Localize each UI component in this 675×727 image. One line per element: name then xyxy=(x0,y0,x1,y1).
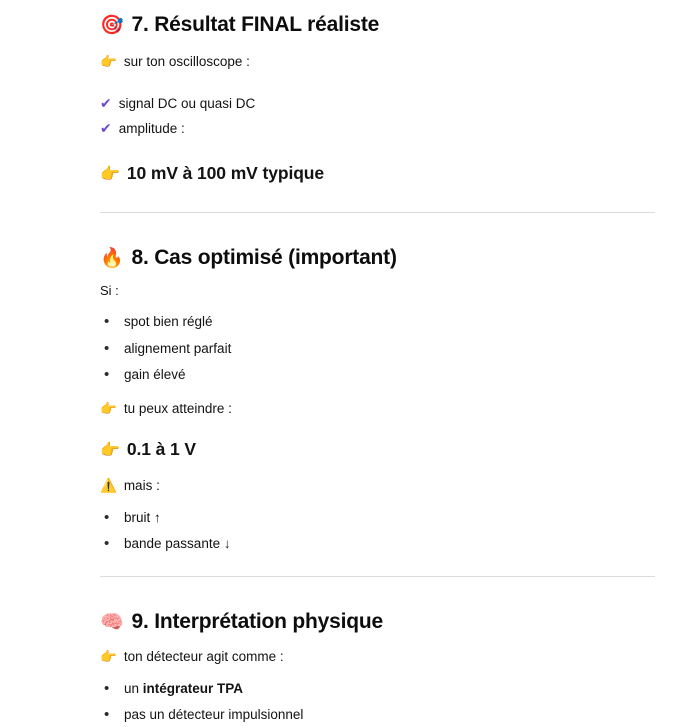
spacer xyxy=(100,272,655,282)
section-8-warning-line: ⚠️ mais : xyxy=(100,476,655,496)
top-spacer xyxy=(100,0,655,12)
list-item: alignement parfait xyxy=(100,338,655,361)
spacer xyxy=(100,419,655,437)
list-item: bande passante ↓ xyxy=(100,533,655,556)
section-7-intro-text: sur ton oscilloscope : xyxy=(123,54,250,70)
spacer xyxy=(100,462,655,476)
list-item-prefix: pas un détecteur impulsionnel xyxy=(124,707,304,723)
spacer xyxy=(100,385,655,399)
pointing-right-hand-icon: 👉 xyxy=(100,649,117,665)
spacer xyxy=(100,139,655,161)
section-8-warning-text: mais : xyxy=(123,478,160,494)
spacer xyxy=(100,667,655,679)
spacer xyxy=(100,496,655,508)
pointing-right-hand-icon: 👉 xyxy=(100,54,117,70)
fire-emoji: 🔥 xyxy=(100,247,124,269)
section-7-intro-line: 👉 sur ton oscilloscope : xyxy=(100,52,655,72)
section-7: 🎯 7. Résultat FINAL réaliste 👉 sur ton o… xyxy=(100,12,655,186)
list-item-emphasis: intégrateur TPA xyxy=(142,680,244,696)
section-8-condition-list: spot bien réglé alignement parfait gain … xyxy=(100,311,655,387)
section-7-check-item: ✔ signal DC ou quasi DC xyxy=(100,94,655,114)
section-8-lead-text: Si : xyxy=(100,282,119,298)
spacer xyxy=(100,554,655,576)
section-7-highlight-text: 10 mV à 100 mV typique xyxy=(126,162,325,183)
spacer xyxy=(100,72,655,94)
section-8-intro-line: 👉 tu peux atteindre : xyxy=(100,399,655,419)
spacer xyxy=(100,186,655,212)
section-9-heading: 🧠 9. Interprétation physique xyxy=(100,609,655,635)
pointing-right-hand-icon: 👉 xyxy=(100,165,120,183)
section-7-title: 7. Résultat FINAL réaliste xyxy=(131,13,380,36)
section-7-check-text: amplitude : xyxy=(118,121,185,137)
section-9-list: un intégrateur TPA pas un détecteur impu… xyxy=(100,678,655,727)
spacer xyxy=(100,635,655,647)
spacer xyxy=(100,213,655,239)
list-item: spot bien réglé xyxy=(100,311,655,334)
section-7-check-item: ✔ amplitude : xyxy=(100,119,655,139)
section-9-title: 9. Interprétation physique xyxy=(131,610,383,634)
brain-emoji: 🧠 xyxy=(100,611,124,633)
pointing-right-hand-icon: 👉 xyxy=(100,401,117,417)
check-icon: ✔ xyxy=(100,95,112,112)
pointing-right-hand-icon: 👉 xyxy=(100,441,120,459)
list-item: pas un détecteur impulsionnel xyxy=(100,704,655,727)
section-8-heading: 🔥 8. Cas optimisé (important) xyxy=(100,245,655,271)
section-8: 🔥 8. Cas optimisé (important) Si : spot … xyxy=(100,245,655,556)
section-9: 🧠 9. Interprétation physique 👉 ton détec… xyxy=(100,609,655,727)
list-item-prefix: un xyxy=(124,680,143,696)
warning-triangle-icon: ⚠️ xyxy=(100,478,117,494)
check-icon: ✔ xyxy=(100,121,112,138)
spacer xyxy=(100,577,655,603)
section-divider-1 xyxy=(100,212,655,214)
section-8-highlight-line: 👉 0.1 à 1 V xyxy=(100,437,655,462)
spacer xyxy=(100,300,655,312)
section-8-title: 8. Cas optimisé (important) xyxy=(131,246,397,270)
section-8-warning-list: bruit ↑ bande passante ↓ xyxy=(100,507,655,556)
list-item: un intégrateur TPA xyxy=(100,678,655,701)
document-page: 🎯 7. Résultat FINAL réaliste 👉 sur ton o… xyxy=(0,0,675,680)
section-7-heading: 🎯 7. Résultat FINAL réaliste xyxy=(100,12,655,38)
section-9-intro-line: 👉 ton détecteur agit comme : xyxy=(100,647,655,667)
section-9-intro-text: ton détecteur agit comme : xyxy=(123,649,284,665)
section-7-check-text: signal DC ou quasi DC xyxy=(118,95,256,111)
section-8-highlight-text: 0.1 à 1 V xyxy=(126,438,196,459)
spacer xyxy=(100,38,655,52)
list-item: bruit ↑ xyxy=(100,507,655,530)
section-divider-2 xyxy=(100,576,655,578)
section-8-intro-text: tu peux atteindre : xyxy=(123,401,232,417)
section-7-highlight-line: 👉 10 mV à 100 mV typique xyxy=(100,161,655,186)
dart-target-emoji: 🎯 xyxy=(100,14,124,36)
list-item: gain élevé xyxy=(100,364,655,387)
